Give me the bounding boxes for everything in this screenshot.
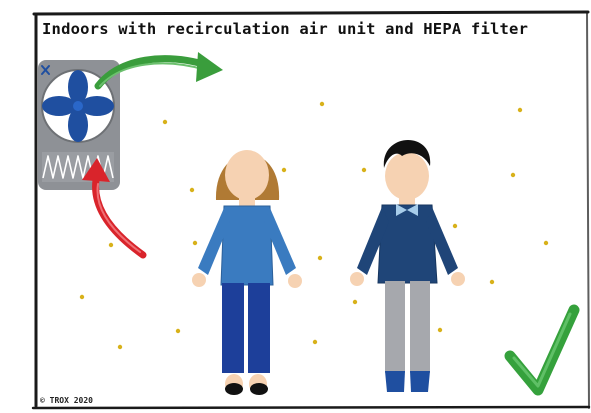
aerosol-particle [192,240,198,246]
aerosol-particle [437,327,443,333]
aerosol-particles [79,101,549,363]
aerosol-particle [162,119,168,125]
aerosol-particle [319,101,325,107]
aerosol-particle [452,223,458,229]
copyright-notice: © TROX 2020 [40,396,93,405]
picture-frame [31,10,591,410]
red-arrow-icon [82,158,147,259]
aerosol-particle [352,299,358,305]
aerosol-particle [175,328,181,334]
man-figure [350,139,465,392]
aerosol-particle [312,339,318,345]
x-mark-icon [41,65,50,75]
aerosol-particle [489,279,495,285]
aerosol-particle [108,242,114,248]
aerosol-particle [281,167,287,173]
aerosol-particle [510,172,516,178]
checkmark-icon [504,304,580,396]
fan-icon [41,69,115,143]
recirculation-air-unit [38,60,120,190]
diagram-title: Indoors with recirculation air unit and … [42,20,529,38]
aerosol-particle [189,187,195,193]
aerosol-particle [317,255,323,261]
green-arrow-icon [94,52,223,90]
aerosol-particle [361,167,367,173]
aerosol-particle [543,240,549,246]
aerosol-particle [79,294,85,300]
woman-figure [192,150,302,395]
aerosol-particle [517,107,523,113]
aerosol-particle [117,344,123,350]
